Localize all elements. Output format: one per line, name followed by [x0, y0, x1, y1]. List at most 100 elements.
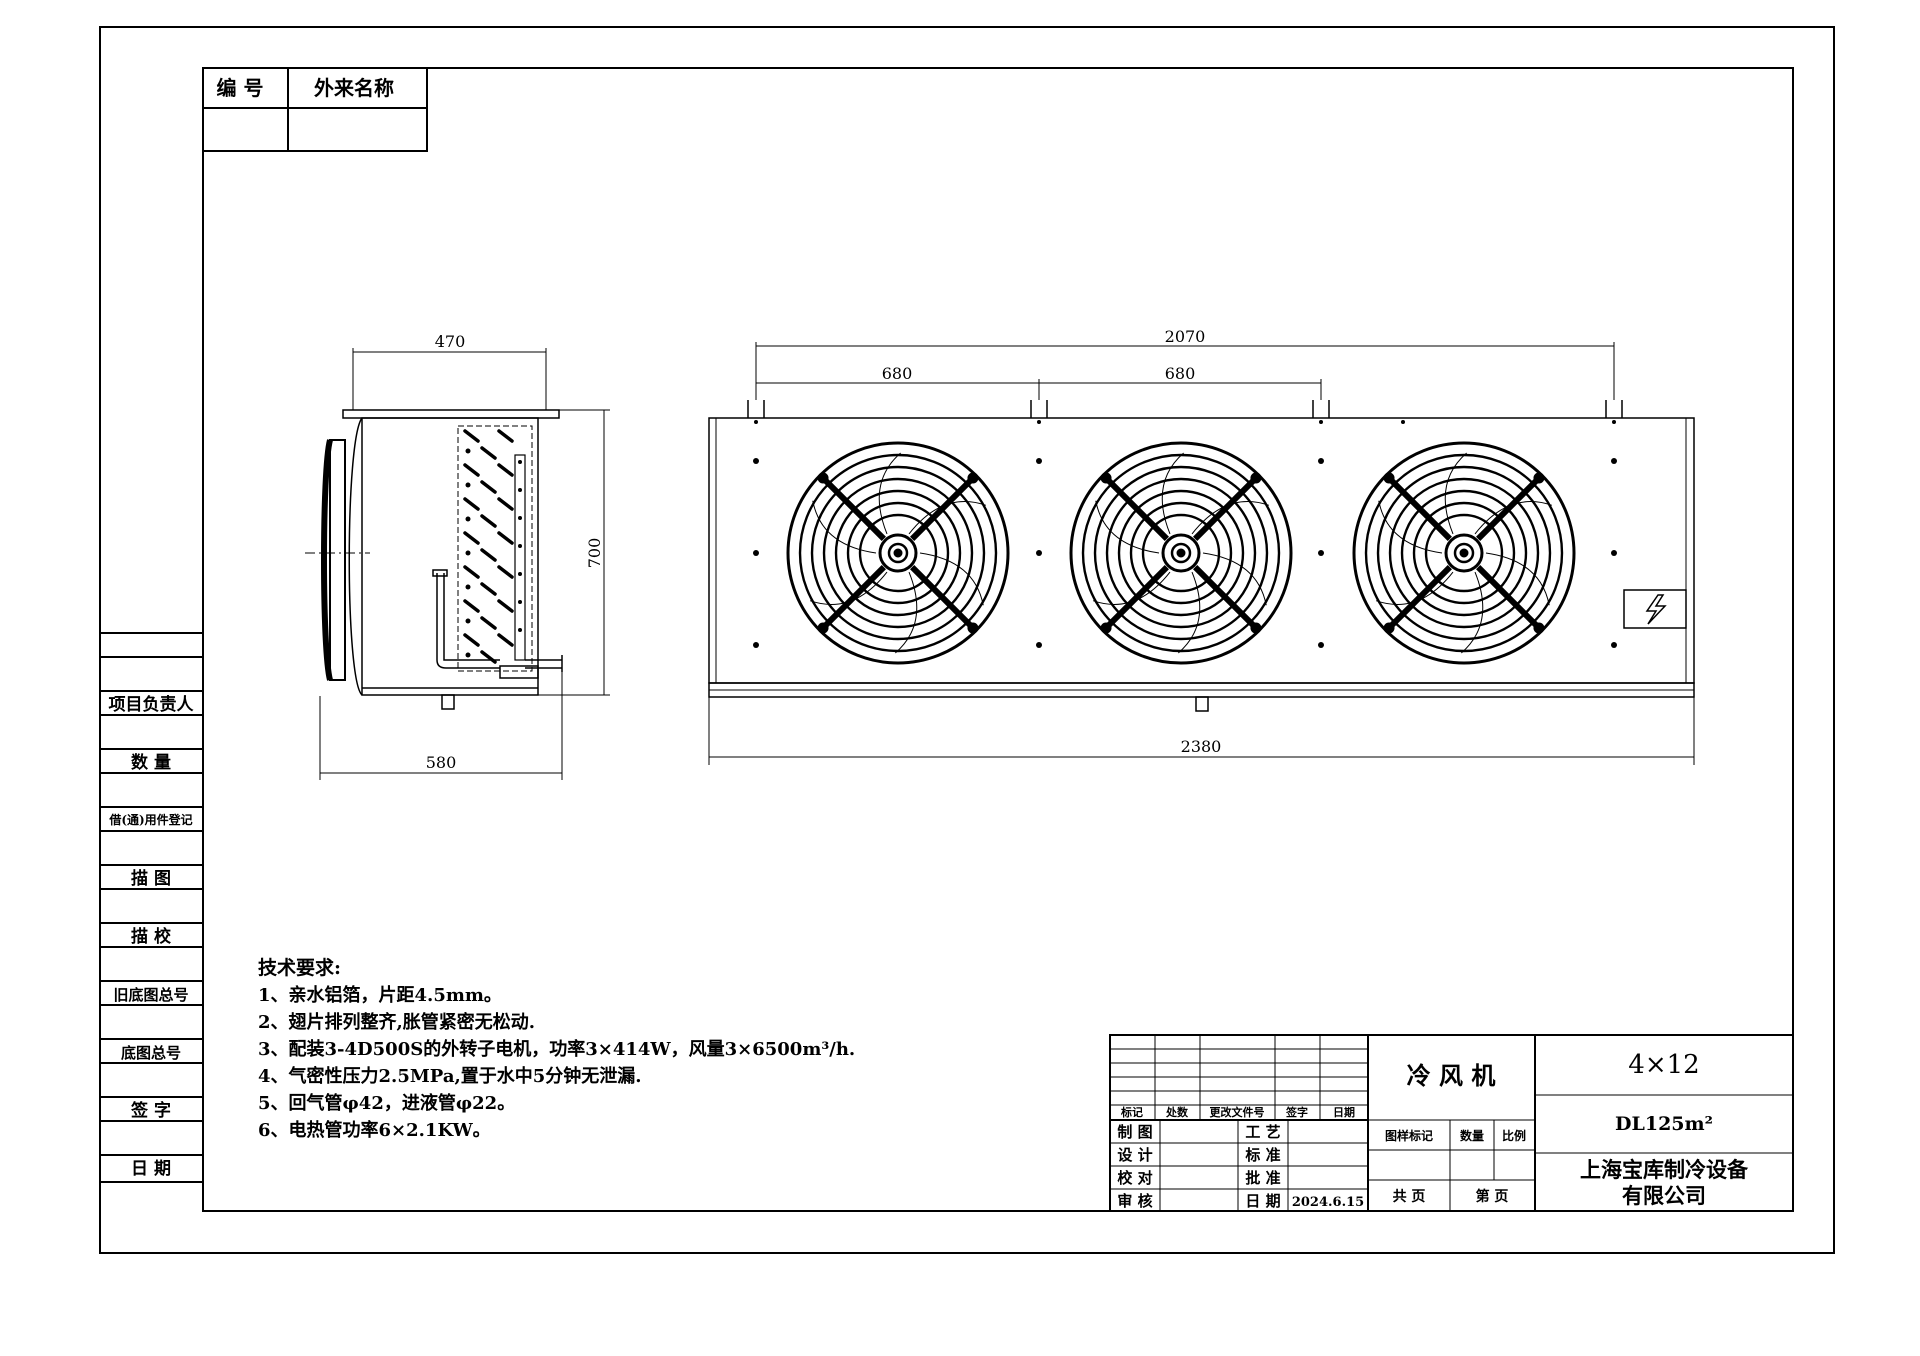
fan-icon — [1069, 441, 1293, 665]
strip-label-signature: 签 字 — [130, 1100, 171, 1121]
mounting-hole — [1036, 550, 1042, 556]
fan-guard-clip — [967, 472, 979, 484]
mounting-hole — [1318, 458, 1324, 464]
label-designed: 设 计 — [1117, 1146, 1152, 1164]
fan-guard-spoke — [1106, 478, 1169, 541]
label-checked: 校 对 — [1117, 1169, 1152, 1187]
front-view — [708, 417, 1695, 712]
fan-guard-clip — [1383, 472, 1395, 484]
fan-guard-ring — [1141, 513, 1221, 593]
strip-label-old-master-no: 旧底图总号 — [113, 986, 188, 1004]
sample-mark-header: 图样标记 — [1385, 1128, 1433, 1143]
front-mounting-holes — [753, 420, 1617, 648]
fan-blade — [1202, 552, 1267, 606]
side-coil-fins — [463, 429, 514, 664]
front-dim-spacing-1: 680 — [882, 364, 913, 383]
mounting-hole — [753, 550, 759, 556]
front-dim-overall-mounting: 2070 — [1165, 327, 1206, 346]
fan-guard-ring — [1069, 441, 1293, 665]
fan-icon — [1352, 441, 1576, 665]
fan-guard-ring — [834, 489, 962, 617]
fan-guard-ring — [1412, 501, 1516, 605]
fan-hub-center — [1176, 548, 1186, 558]
fan-guard-ring — [1093, 465, 1269, 641]
mounting-hole — [1037, 420, 1041, 424]
fan-guard-ring — [1388, 477, 1540, 629]
mounting-hole — [1318, 550, 1324, 556]
mounting-hole — [754, 420, 758, 424]
rev-header-count: 处数 — [1165, 1105, 1189, 1119]
tech-requirement-item: 6、电热管功率6×2.1KW。 — [258, 1119, 491, 1141]
electric-hazard-icon — [1645, 594, 1667, 625]
mounting-hole — [1036, 458, 1042, 464]
label-process: 工 艺 — [1245, 1123, 1280, 1141]
side-view — [305, 409, 563, 710]
mounting-hole — [1611, 642, 1617, 648]
tech-requirements: 技术要求: 1、亲水铝箔，片距4.5mm。 2、翅片排列整齐,胀管紧密无松动. … — [258, 956, 855, 1141]
fan-guard-ring — [858, 513, 938, 593]
front-dim-spacing-2: 680 — [1165, 364, 1196, 383]
mounting-hole — [1318, 642, 1324, 648]
fan-guard-spoke — [910, 478, 973, 541]
fan-hub-center — [893, 548, 903, 558]
fan-guard-clip — [1250, 622, 1262, 634]
strip-label-tracing: 描 图 — [131, 868, 171, 889]
side-dimensions — [319, 348, 610, 780]
fan-blade — [1161, 452, 1184, 535]
front-brackets — [747, 400, 1623, 418]
label-date: 日 期 — [1245, 1192, 1280, 1210]
front-dimensions — [708, 342, 1695, 765]
fan-icon — [786, 441, 1010, 665]
mounting-hole — [1401, 420, 1405, 424]
fan-blade — [1461, 571, 1484, 654]
rev-header-sign: 签字 — [1285, 1105, 1308, 1119]
tech-requirement-item: 5、回气管φ42，进液管φ22。 — [258, 1092, 515, 1114]
fan-guard-spoke — [823, 478, 886, 541]
stamp-name-header: 外来名称 — [314, 76, 394, 100]
fan-guard-clip — [817, 472, 829, 484]
company-name-line1: 上海宝库制冷设备 — [1580, 1157, 1749, 1182]
tech-requirement-item: 3、配装3-4D500S的外转子电机，功率3×414W，风量3×6500m³/h… — [258, 1038, 855, 1060]
fan-blade — [812, 500, 877, 554]
model-value: DL125m² — [1615, 1113, 1713, 1135]
fan-guard-ring — [846, 501, 950, 605]
fan-guard-ring — [1376, 465, 1552, 641]
label-approved: 批 准 — [1245, 1169, 1280, 1187]
fan-blade — [1178, 571, 1201, 654]
fan-guard-clip — [1100, 622, 1112, 634]
fan-guard-ring — [822, 477, 974, 629]
fan-guard-spoke — [823, 565, 886, 628]
fan-blade — [1378, 500, 1443, 554]
fan-blade — [878, 452, 901, 535]
spec-value: 4×12 — [1628, 1050, 1699, 1080]
fan-group — [786, 441, 1576, 665]
mounting-hole — [1611, 458, 1617, 464]
mounting-hole — [1036, 642, 1042, 648]
title-block — [1109, 1034, 1794, 1212]
scale-header: 比例 — [1502, 1128, 1526, 1143]
strip-label-quantity: 数 量 — [131, 752, 171, 773]
fan-guard-clip — [1383, 622, 1395, 634]
fan-guard-spoke — [1389, 478, 1452, 541]
date-value: 2024.6.15 — [1292, 1195, 1364, 1210]
rev-header-mark: 标记 — [1120, 1105, 1143, 1119]
fan-guard-spoke — [1106, 565, 1169, 628]
fan-guard-spoke — [1476, 478, 1539, 541]
strip-label-borrowed-parts: 借(通)用件登记 — [108, 812, 192, 827]
label-drawn: 制 图 — [1117, 1123, 1152, 1141]
side-dim-bottom: 580 — [426, 753, 457, 772]
fan-guard-ring — [1400, 489, 1528, 617]
fan-hub-inner — [1170, 542, 1192, 564]
fan-guard-clip — [967, 622, 979, 634]
tech-requirement-item: 2、翅片排列整齐,胀管紧密无松动. — [258, 1011, 535, 1033]
fan-blade — [1485, 552, 1550, 606]
tech-requirement-item: 4、气密性压力2.5MPa,置于水中5分钟无泄漏. — [258, 1065, 642, 1087]
strip-label-trace-check: 描 校 — [131, 926, 172, 947]
fan-guard-clip — [1533, 622, 1545, 634]
fan-guard-ring — [786, 441, 1010, 665]
strip-label-date: 日 期 — [131, 1159, 171, 1179]
fan-blade — [1095, 500, 1160, 554]
company-name-line2: 有限公司 — [1622, 1183, 1706, 1208]
front-dim-length: 2380 — [1181, 737, 1222, 756]
